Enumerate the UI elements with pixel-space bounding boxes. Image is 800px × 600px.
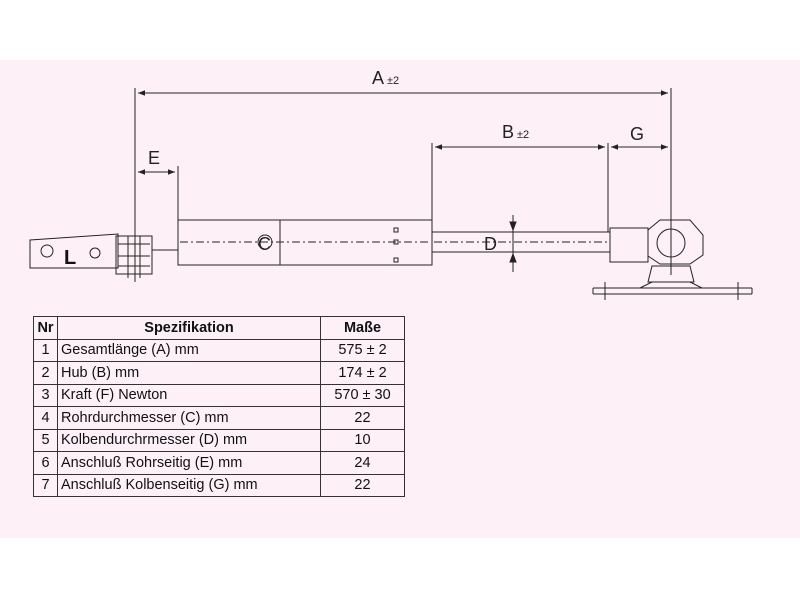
row-nr: 4 [33,406,58,430]
dimension-d-label: D [484,234,497,254]
row-value: 570 ± 30 [320,383,405,407]
right-ball-joint [592,210,753,300]
row-spec: Rohrdurchmesser (C) mm [57,406,321,430]
spec-table: Nr Spezifikation Maße 1 Gesamtlänge (A) … [33,316,405,497]
row-value: 22 [320,406,405,430]
table-row: 7 Anschluß Kolbenseitig (G) mm 22 [33,473,405,497]
row-spec: Kolbendurchrmesser (D) mm [57,428,321,452]
dimension-g-label: G [630,124,644,144]
row-value: 174 ± 2 [320,361,405,385]
cylinder-tube [177,219,433,266]
row-spec: Kraft (F) Newton [57,383,321,407]
dimension-b-label: B [502,122,514,142]
row-spec: Anschluß Rohrseitig (E) mm [57,451,321,475]
header-spezifikation: Spezifikation [57,316,321,340]
dimension-e [138,166,179,228]
left-bracket [29,225,179,282]
row-value: 10 [320,428,405,452]
row-spec: Anschluß Kolbenseitig (G) mm [57,473,321,497]
table-row: 2 Hub (B) mm 174 ± 2 [33,361,405,385]
part-marker-label: L [64,247,76,269]
row-nr: 3 [33,383,58,407]
row-nr: 5 [33,428,58,452]
row-nr: 6 [33,451,58,475]
piston-rod [431,215,611,272]
dimension-a-tolerance: ±2 [387,75,399,87]
gas-spring-drawing: A ±2 B ±2 G E L [29,68,753,300]
header-nr: Nr [33,316,58,340]
header-masse: Maße [320,316,405,340]
row-value: 22 [320,473,405,497]
dimension-a [134,88,672,228]
table-row: 1 Gesamtlänge (A) mm 575 ± 2 [33,338,405,362]
dimension-e-label: E [148,148,160,168]
row-nr: 1 [33,338,58,362]
dimension-a-label: A [372,68,384,88]
row-value: 575 ± 2 [320,338,405,362]
row-nr: 2 [33,361,58,385]
row-nr: 7 [33,473,58,497]
spec-table-header-row: Nr Spezifikation Maße [33,316,405,340]
table-row: 4 Rohrdurchmesser (C) mm 22 [33,406,405,430]
table-row: 5 Kolbendurchrmesser (D) mm 10 [33,428,405,452]
table-row: 6 Anschluß Rohrseitig (E) mm 24 [33,451,405,475]
dimension-c-label: C [258,234,271,254]
row-value: 24 [320,451,405,475]
table-row: 3 Kraft (F) Newton 570 ± 30 [33,383,405,407]
dimension-b-tolerance: ±2 [517,129,529,141]
row-spec: Hub (B) mm [57,361,321,385]
row-spec: Gesamtlänge (A) mm [57,338,321,362]
dimension-b [431,143,609,232]
